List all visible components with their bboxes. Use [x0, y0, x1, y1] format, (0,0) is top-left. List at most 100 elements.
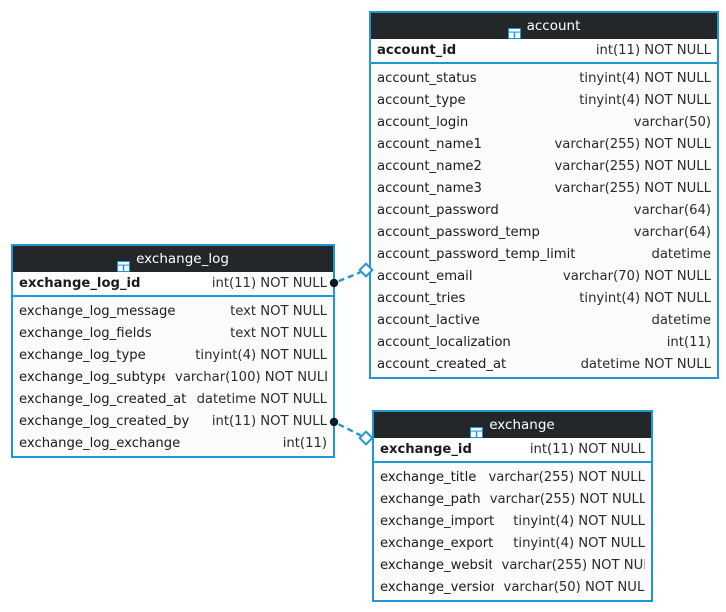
column-name: exchange_log_message — [19, 303, 176, 319]
column-name: exchange_log_exchange — [19, 435, 181, 451]
column-type: int(11) — [666, 334, 711, 350]
relationship-target-diamond — [358, 430, 374, 446]
column-type: int(11) — [282, 435, 327, 451]
column-type: int(11) NOT NULL — [595, 43, 711, 58]
column-row[interactable]: exchange_log_created_at datetime NOT NULL — [13, 388, 333, 410]
column-type: tinyint(4) NOT NULL — [579, 70, 711, 86]
column-type: varchar(255) NOT NULL — [501, 557, 645, 573]
entity-title: exchange — [489, 417, 555, 433]
column-type: int(11) NOT NULL — [211, 413, 327, 429]
column-name: account_created_at — [377, 356, 507, 372]
column-name: account_name2 — [377, 158, 482, 174]
column-row[interactable]: exchange_log_subtype varchar(100) NOT NUL… — [13, 366, 333, 388]
column-row[interactable]: exchange_log_fields text NOT NULL — [13, 322, 333, 344]
column-type: varchar(64) — [633, 224, 711, 240]
table-icon — [470, 421, 484, 438]
column-type: datetime — [651, 312, 711, 328]
column-name: account_password_temp_limit — [377, 246, 576, 262]
primary-key-row[interactable]: exchange_id int(11) NOT NULL — [374, 438, 651, 463]
column-type: tinyint(4) NOT NULL — [195, 347, 327, 363]
column-type: varchar(255) NOT NULL — [489, 491, 645, 507]
column-row[interactable]: exchange_log_type tinyint(4) NOT NULL — [13, 344, 333, 366]
column-type: varchar(70) NOT NULL — [562, 268, 711, 284]
column-type: datetime NOT NULL — [196, 391, 327, 407]
relationship-rel-log-created-by-account[interactable] — [329, 262, 374, 288]
column-name: exchange_import — [380, 513, 495, 529]
column-row[interactable]: account_name1 varchar(255) NOT NULL — [371, 133, 717, 155]
column-type: tinyint(4) NOT NULL — [579, 290, 711, 306]
column-row[interactable]: exchange_title varchar(255) NOT NULL — [374, 466, 651, 488]
entity-header-exchange_log[interactable]: exchange_log — [13, 246, 333, 272]
table-icon — [117, 255, 131, 272]
column-row[interactable]: account_email varchar(70) NOT NULL — [371, 265, 717, 287]
column-row[interactable]: exchange_log_message text NOT NULL — [13, 300, 333, 322]
column-type: varchar(50) NOT NULL — [503, 579, 645, 595]
column-name: account_name1 — [377, 136, 482, 152]
primary-key-row[interactable]: account_id int(11) NOT NULL — [371, 39, 717, 64]
entity-header-exchange[interactable]: exchange — [374, 412, 651, 438]
column-name: exchange_log_id — [19, 276, 141, 291]
column-row[interactable]: exchange_version varchar(50) NOT NULL — [374, 576, 651, 598]
column-row[interactable]: account_lactive datetime — [371, 309, 717, 331]
column-type: int(11) NOT NULL — [211, 276, 327, 291]
column-name: exchange_path — [380, 491, 480, 507]
column-name: exchange_website — [380, 557, 492, 573]
column-row[interactable]: account_name3 varchar(255) NOT NULL — [371, 177, 717, 199]
column-row[interactable]: account_name2 varchar(255) NOT NULL — [371, 155, 717, 177]
column-row[interactable]: exchange_website varchar(255) NOT NULL — [374, 554, 651, 576]
entity-header-account[interactable]: account — [371, 13, 717, 39]
relationship-rel-log-exchange-exchange[interactable] — [329, 417, 374, 446]
column-name: exchange_log_created_by — [19, 413, 190, 429]
relationship-line — [338, 271, 361, 283]
column-name: exchange_id — [380, 442, 472, 457]
column-row[interactable]: exchange_log_exchange int(11) — [13, 432, 333, 454]
table-icon — [507, 22, 521, 39]
column-row[interactable]: exchange_log_created_by int(11) NOT NULL — [13, 410, 333, 432]
entity-table-exchange_log[interactable]: exchange_log exchange_log_id int(11) NOT N… — [11, 244, 335, 458]
column-name: account_name3 — [377, 180, 482, 196]
column-name: account_lactive — [377, 312, 480, 328]
column-type: datetime — [651, 246, 711, 262]
column-row[interactable]: account_password_temp_limit datetime — [371, 243, 717, 265]
relationship-line — [337, 423, 362, 437]
column-name: account_email — [377, 268, 473, 284]
entity-title: exchange_log — [136, 251, 229, 267]
column-type: int(11) NOT NULL — [529, 442, 645, 457]
column-name: exchange_log_type — [19, 347, 146, 363]
column-type: varchar(64) — [633, 202, 711, 218]
column-type: text NOT NULL — [230, 303, 327, 319]
column-type: varchar(255) NOT NULL — [554, 136, 712, 152]
column-row[interactable]: exchange_path varchar(255) NOT NULL — [374, 488, 651, 510]
column-name: exchange_title — [380, 469, 477, 485]
column-type: varchar(255) NOT NULL — [488, 469, 646, 485]
column-name: exchange_log_created_at — [19, 391, 187, 407]
column-name: account_id — [377, 43, 457, 58]
column-name: account_localization — [377, 334, 511, 350]
column-name: exchange_version — [380, 579, 494, 595]
column-type: varchar(255) NOT NULL — [554, 158, 712, 174]
column-type: varchar(100) NOT NULL — [175, 369, 327, 385]
column-row[interactable]: account_localization int(11) — [371, 331, 717, 353]
column-type: tinyint(4) NOT NULL — [513, 535, 645, 551]
column-name: account_type — [377, 92, 466, 108]
column-name: exchange_log_fields — [19, 325, 152, 341]
column-type: varchar(255) NOT NULL — [554, 180, 712, 196]
column-type: text NOT NULL — [230, 325, 327, 341]
column-name: exchange_log_subtype — [19, 369, 166, 385]
primary-key-row[interactable]: exchange_log_id int(11) NOT NULL — [13, 272, 333, 297]
